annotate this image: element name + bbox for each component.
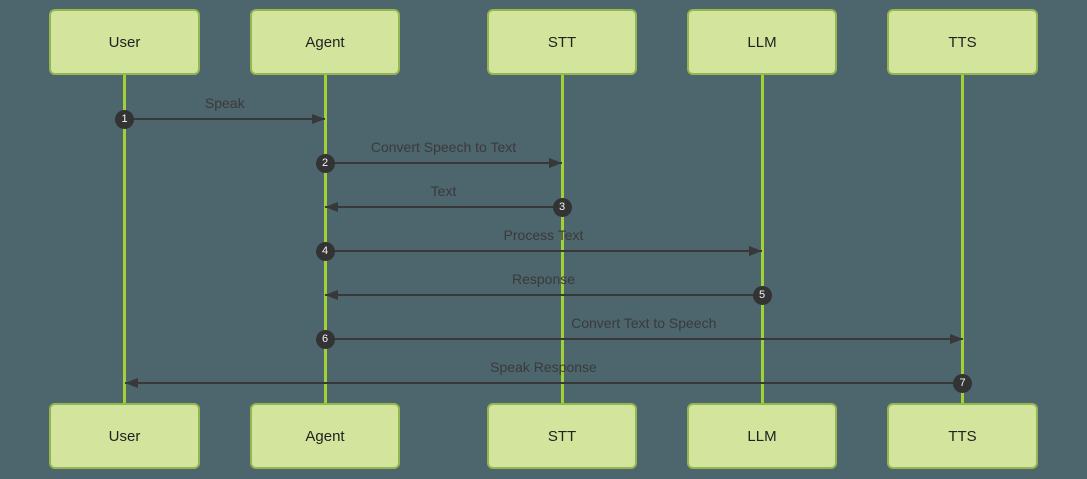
actor-label-agent: Agent — [305, 427, 345, 445]
arrowhead-icon — [549, 158, 562, 168]
sequence-number-badge: 5 — [752, 285, 772, 305]
actor-box-stt-top[interactable]: STT — [487, 9, 637, 75]
message-line-1 — [124, 118, 325, 120]
arrowhead-icon — [325, 202, 338, 212]
message-line-6 — [325, 338, 963, 340]
actor-box-tts-top[interactable]: TTS — [887, 9, 1038, 75]
lifeline-user — [123, 75, 126, 403]
actor-box-stt-bottom[interactable]: STT — [487, 403, 637, 469]
arrowhead-icon — [749, 246, 762, 256]
message-label: Speak — [204, 95, 245, 111]
actor-label-stt: STT — [547, 427, 577, 445]
message-label: Convert Text to Speech — [571, 315, 717, 331]
actor-label-llm: LLM — [747, 33, 777, 51]
lifeline-agent — [323, 75, 327, 403]
lifeline-tts — [961, 75, 964, 403]
actor-label-tts: TTS — [948, 33, 977, 51]
actor-box-agent-bottom[interactable]: Agent — [250, 403, 400, 469]
message-label: Process Text — [503, 227, 584, 243]
message-label: Speak Response — [490, 359, 597, 375]
message-label: Convert Speech to Text — [370, 139, 517, 155]
message-line-4 — [325, 250, 762, 252]
sequence-number-badge: 1 — [115, 109, 134, 129]
message-line-3 — [325, 206, 562, 208]
actor-label-user: User — [108, 427, 141, 445]
sequence-number-badge: 3 — [552, 197, 572, 217]
message-line-2 — [325, 162, 562, 164]
actor-label-agent: Agent — [305, 33, 345, 51]
actor-box-llm-bottom[interactable]: LLM — [687, 403, 837, 469]
sequence-number-badge: 7 — [953, 373, 972, 393]
sequence-number-badge: 6 — [315, 329, 335, 349]
arrowhead-icon — [949, 334, 963, 344]
message-label: Response — [511, 271, 576, 287]
lifeline-stt — [560, 75, 564, 403]
arrowhead-icon — [124, 378, 138, 388]
actor-box-user-top[interactable]: User — [49, 9, 200, 75]
actor-label-stt: STT — [547, 33, 577, 51]
actor-label-user: User — [108, 33, 141, 51]
message-label: Text — [430, 183, 457, 199]
actor-label-llm: LLM — [747, 427, 777, 445]
arrowhead-icon — [325, 290, 338, 300]
actor-box-user-bottom[interactable]: User — [49, 403, 200, 469]
actor-box-tts-bottom[interactable]: TTS — [887, 403, 1038, 469]
lifeline-llm — [760, 75, 764, 403]
actor-box-agent-top[interactable]: Agent — [250, 9, 400, 75]
message-line-5 — [325, 294, 762, 296]
sequence-number-badge: 2 — [315, 153, 335, 173]
message-line-7 — [124, 382, 963, 384]
arrowhead-icon — [312, 114, 325, 124]
actor-box-llm-top[interactable]: LLM — [687, 9, 837, 75]
sequence-number-badge: 4 — [315, 241, 335, 261]
actor-label-tts: TTS — [948, 427, 977, 445]
